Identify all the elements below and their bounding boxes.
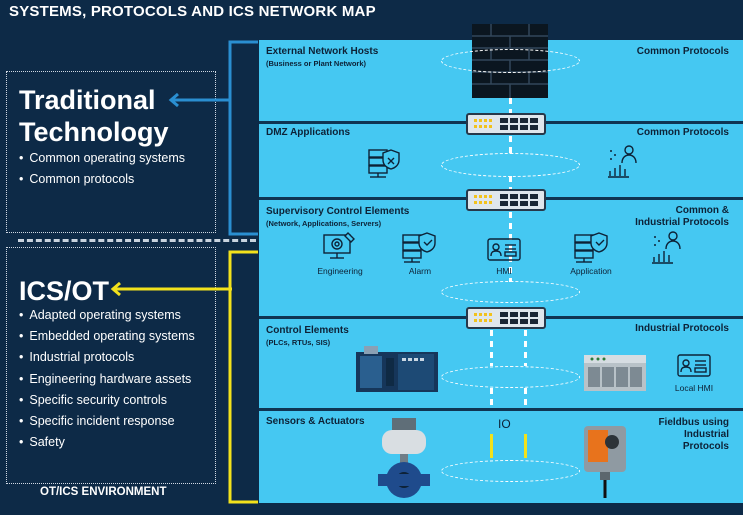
layer-title: Supervisory Control Elements — [266, 206, 410, 217]
layer-protocol: Protocols — [682, 441, 729, 452]
list-item: Safety — [19, 432, 195, 453]
connector-line — [509, 136, 512, 154]
network-segment-ellipse — [441, 460, 580, 482]
layer-sensors — [259, 411, 743, 503]
alarm-label: Alarm — [408, 266, 432, 276]
io-module-rack-icon — [584, 355, 646, 391]
damper-actuator-icon — [584, 426, 626, 498]
alarm-server-icon — [402, 232, 436, 263]
list-item: Embedded operating systems — [19, 326, 194, 347]
section-divider — [18, 239, 256, 242]
traditional-heading-line1: Traditional — [19, 85, 156, 115]
plc-controller-icon — [356, 346, 438, 392]
ics-bullets: Adapted operating systems Embedded opera… — [19, 305, 195, 453]
layer-subtitle: (PLCs, RTUs, SIS) — [266, 338, 331, 347]
local-hmi-icon — [677, 354, 711, 377]
layer-divider — [259, 408, 743, 411]
layer-protocol: Common & — [675, 205, 729, 216]
layer-protocol: Fieldbus using — [658, 417, 729, 428]
traditional-bracket — [228, 40, 258, 236]
layer-protocol: Industrial Protocols — [635, 217, 729, 228]
traditional-bullets: Common operating systems Common protocol… — [19, 148, 185, 190]
engineering-label: Engineering — [317, 266, 363, 276]
network-segment-ellipse — [441, 366, 580, 388]
list-item: Specific incident response — [19, 411, 195, 432]
layer-control — [259, 319, 743, 408]
connector-line — [524, 330, 527, 366]
layer-title: External Network Hosts — [266, 46, 379, 57]
layer-protocol: Common Protocols — [636, 127, 729, 138]
layer-protocol: Industrial Protocols — [635, 323, 729, 334]
connector-line — [524, 388, 527, 408]
server-shield-icon — [368, 149, 400, 178]
network-switch-icon — [466, 307, 546, 329]
list-item: Industrial protocols — [19, 347, 195, 368]
ics-heading: ICS/OT — [19, 276, 110, 306]
list-item: Specific security controls — [19, 390, 195, 411]
application-server-icon — [574, 232, 608, 263]
layer-title: Sensors & Actuators — [266, 416, 365, 427]
io-label: IO — [498, 417, 511, 431]
application-label: Application — [570, 266, 612, 276]
valve-actuator-icon — [378, 418, 430, 498]
list-item: Engineering hardware assets — [19, 369, 195, 390]
traditional-box — [6, 71, 216, 233]
layer-subtitle: (Business or Plant Network) — [266, 59, 367, 68]
layer-title: DMZ Applications — [266, 127, 351, 138]
network-switch-icon — [466, 189, 546, 211]
analyst-chart-icon — [652, 231, 681, 264]
network-switch-icon — [466, 113, 546, 135]
analyst-chart-icon — [608, 145, 637, 178]
io-marker — [490, 434, 493, 458]
network-segment-ellipse — [441, 281, 580, 303]
network-segment-ellipse — [441, 49, 580, 73]
hmi-icon — [487, 238, 521, 261]
list-item: Common protocols — [19, 169, 185, 190]
hmi-label: HMI — [496, 266, 512, 276]
layer-title: Control Elements — [266, 325, 349, 336]
local-hmi-label: Local HMI — [674, 383, 714, 393]
layer-protocol: Common Protocols — [636, 46, 729, 57]
io-marker — [524, 434, 527, 458]
list-item: Adapted operating systems — [19, 305, 195, 326]
arrow-left-icon — [168, 92, 230, 108]
engineering-icon — [323, 232, 355, 259]
arrow-left-icon — [110, 281, 232, 297]
connector-line — [490, 388, 493, 408]
environment-label: OT/ICS ENVIRONMENT — [40, 486, 167, 498]
connector-line — [490, 330, 493, 366]
page-title: SYSTEMS, PROTOCOLS AND ICS NETWORK MAP — [9, 3, 376, 20]
connector-line — [509, 212, 512, 282]
connector-line — [509, 98, 512, 114]
connector-line — [509, 176, 512, 190]
layer-protocol: Industrial — [683, 429, 729, 440]
network-segment-ellipse — [441, 153, 580, 177]
traditional-heading-line2: Technology — [19, 117, 169, 147]
list-item: Common operating systems — [19, 148, 185, 169]
ics-bracket — [228, 250, 258, 504]
ics-box — [6, 247, 216, 484]
layer-subtitle: (Network, Applications, Servers) — [266, 219, 382, 228]
